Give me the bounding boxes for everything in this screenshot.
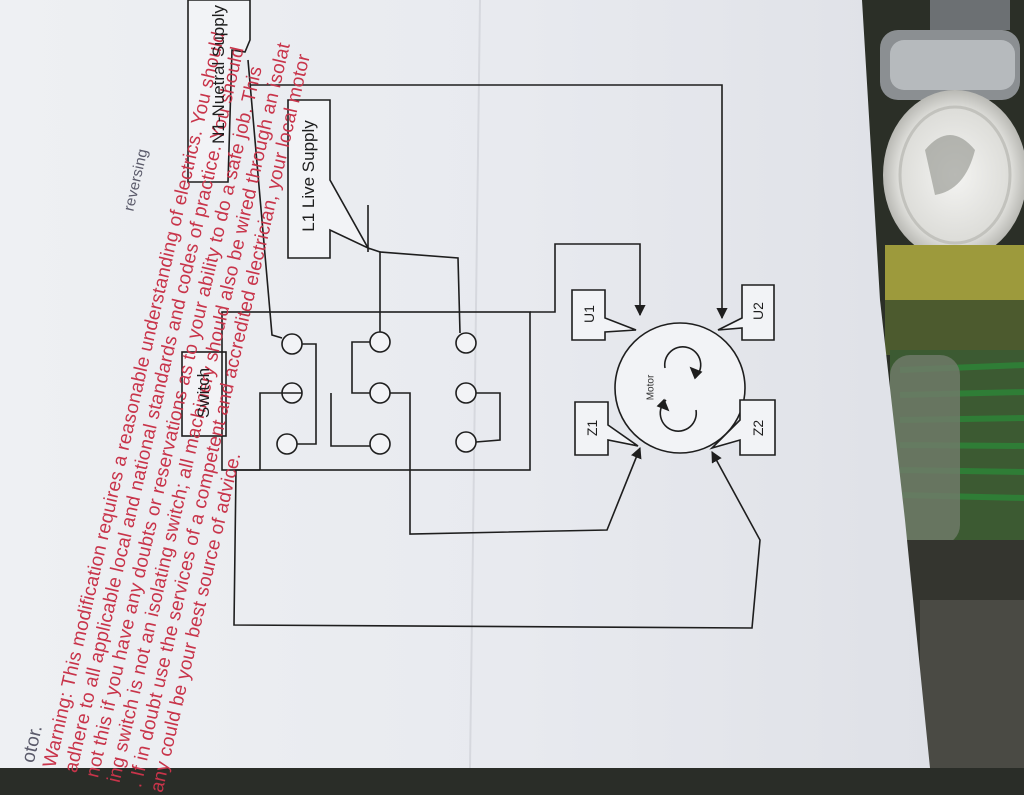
switch-label: Switch — [194, 367, 213, 419]
motor-label: Motor — [645, 374, 657, 401]
wiring-diagram — [181, 0, 776, 629]
neutral-supply-label: N1-Nuetral Supply — [209, 5, 228, 144]
z2-label-box — [709, 399, 776, 456]
background-objects — [860, 0, 1024, 768]
neutral-supply-label-box — [187, 0, 251, 183]
z1-label: Z1 — [584, 419, 600, 437]
photo-scene — [0, 0, 1024, 768]
u2-label-box — [717, 284, 775, 341]
u2-label: U2 — [750, 302, 766, 320]
paper-fold — [469, 0, 481, 768]
live-supply-label: L1 Live Supply — [299, 120, 318, 232]
motor-circle — [614, 322, 746, 454]
switch-label-box — [181, 351, 227, 437]
z1-label-box — [574, 401, 639, 456]
u1-label: U1 — [581, 305, 597, 323]
switch-body — [221, 311, 531, 471]
u1-label-box — [571, 289, 637, 341]
live-supply-label-box — [287, 99, 370, 259]
z2-label: Z2 — [750, 419, 766, 437]
